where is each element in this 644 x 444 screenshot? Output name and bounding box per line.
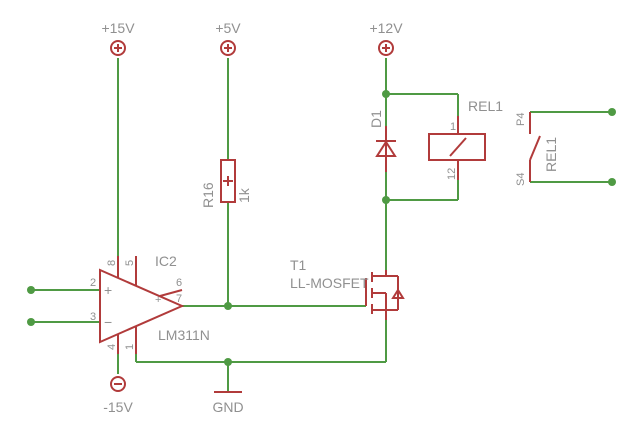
- pin-lead: [159, 289, 183, 297]
- minus-input-sign: −: [104, 314, 112, 330]
- ic2-comparator: + − + IC2 LM311N 2 3 7 6 8 5 4 1: [90, 253, 210, 354]
- junction-dot: [27, 318, 35, 326]
- rel1-coil-name: REL1: [468, 98, 503, 114]
- t1-name: T1: [290, 257, 307, 273]
- pin-number: 1: [450, 121, 456, 133]
- resistor-body-icon: [220, 159, 236, 203]
- r16-name: R16: [200, 182, 216, 208]
- r16-resistor: R16 1k: [200, 159, 252, 208]
- t1-value: LL-MOSFET: [290, 275, 369, 291]
- ground-symbol: GND: [212, 391, 244, 415]
- supply-circle-icon: [110, 40, 126, 56]
- rel1-coil: REL1 1 12: [428, 98, 503, 180]
- supply-15v-neg: -15V: [103, 376, 133, 415]
- plus-input-sign: +: [104, 282, 112, 298]
- supply-15v-pos: +15V: [101, 20, 135, 56]
- diode-triangle-icon: [375, 140, 397, 157]
- junction-dot: [608, 108, 616, 116]
- junction-dot: [27, 286, 35, 294]
- junctions: [27, 90, 616, 366]
- pin-number: 5: [124, 260, 136, 266]
- supply-label: +15V: [101, 20, 135, 36]
- mosfet-diode-icon: [391, 288, 405, 299]
- ic2-value: LM311N: [158, 327, 210, 343]
- wires: [31, 58, 612, 392]
- rel1-contact: REL1 P4 S4: [515, 112, 559, 186]
- supply-circle-icon: [220, 40, 236, 56]
- pin-number: 4: [106, 344, 118, 350]
- supply-circle-icon: [110, 376, 126, 392]
- junction-dot: [224, 302, 232, 310]
- rel1-contact-name: REL1: [543, 137, 559, 172]
- supply-circle-icon: [378, 40, 394, 56]
- d1-name: D1: [368, 110, 384, 128]
- supply-label: +12V: [369, 20, 403, 36]
- coil-slash: [449, 137, 467, 157]
- supply-label: -15V: [103, 399, 133, 415]
- junction-dot: [608, 178, 616, 186]
- pin-number: 8: [106, 260, 118, 266]
- pin-number: 2: [90, 277, 96, 289]
- d1-diode: D1: [368, 110, 397, 172]
- pin-number: 12: [446, 168, 458, 180]
- ic2-name: IC2: [155, 253, 177, 269]
- pin-number: 7: [176, 293, 182, 305]
- t1-mosfet: T1 LL-MOSFET: [290, 257, 405, 320]
- r16-value: 1k: [236, 187, 252, 203]
- balance-sign: +: [155, 294, 161, 306]
- pin-number: 6: [176, 277, 182, 289]
- comparator-triangle-icon: [99, 268, 185, 344]
- junction-dot: [382, 90, 390, 98]
- switch-arm-icon: [529, 135, 541, 161]
- junction-dot: [224, 358, 232, 366]
- pin-number: P4: [515, 113, 527, 126]
- supply-5v: +5V: [215, 20, 241, 56]
- pin-number: S4: [515, 173, 527, 186]
- pin-number: 1: [124, 344, 136, 350]
- supply-label: +5V: [215, 20, 241, 36]
- ground-label: GND: [212, 399, 243, 415]
- pin-number: 3: [90, 311, 96, 323]
- junction-dot: [382, 196, 390, 204]
- supply-12v: +12V: [369, 20, 403, 56]
